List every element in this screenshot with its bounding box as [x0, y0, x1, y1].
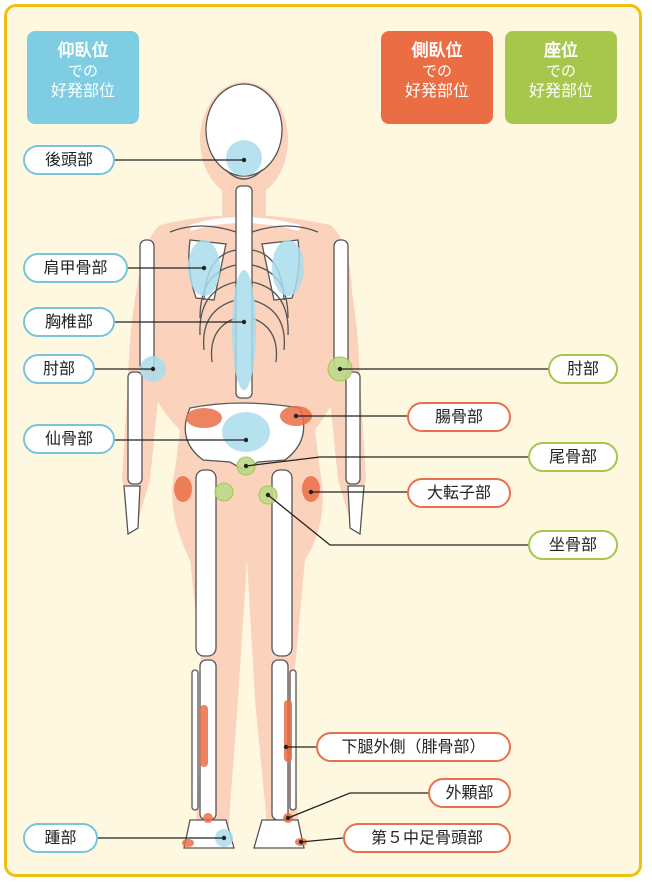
label-ilium: 腸骨部: [407, 402, 511, 432]
legend-lateral-title: 側臥位: [381, 41, 493, 61]
spot-sacrum: [222, 412, 270, 452]
legend-sitting-sub: での: [505, 61, 617, 81]
legend-sitting-sub2: 好発部位: [505, 81, 617, 101]
legend-lateral-sub: での: [381, 61, 493, 81]
label-occipital: 後頭部: [23, 145, 115, 175]
femur-left: [196, 470, 216, 656]
legend-supine: 仰臥位 での 好発部位: [27, 31, 139, 124]
spot-trochanter-left: [174, 476, 192, 502]
label-fifth-metatarsal: 第５中足骨頭部: [343, 823, 511, 853]
leader-malleolus: [288, 793, 428, 818]
label-coccyx: 尾骨部: [528, 442, 618, 472]
fibula-left: [192, 670, 198, 810]
legend-sitting-title: 座位: [505, 41, 617, 61]
label-elbow-left: 肘部: [23, 354, 95, 384]
spot-malleolus-left: [203, 813, 213, 823]
forearm-left: [128, 372, 142, 484]
hand-left: [124, 486, 140, 534]
spot-fibula-left: [200, 705, 208, 767]
spot-fibula-right: [284, 700, 292, 762]
label-lateral-malleolus: 外顆部: [428, 778, 511, 808]
label-heel: 踵部: [23, 823, 98, 853]
humerus-right: [334, 240, 348, 370]
legend-supine-sub: での: [27, 61, 139, 81]
humerus-left: [140, 240, 154, 370]
spot-ischium-left: [215, 483, 233, 501]
label-elbow-right: 肘部: [548, 354, 618, 384]
hand-right: [348, 486, 364, 534]
label-greater-trochanter: 大転子部: [407, 478, 511, 508]
legend-sitting: 座位 での 好発部位: [505, 31, 617, 124]
spot-trochanter-right: [302, 476, 320, 502]
label-ischium: 坐骨部: [528, 530, 618, 560]
legend-lateral: 側臥位 での 好発部位: [381, 31, 493, 124]
leader-metatarsal: [301, 838, 343, 842]
spot-metatarsal-left: [182, 839, 194, 847]
spot-ilium-left: [186, 408, 222, 428]
forearm-right: [346, 372, 360, 484]
spot-thoracic: [232, 270, 256, 390]
label-scapula: 肩甲骨部: [23, 253, 128, 283]
legend-lateral-sub2: 好発部位: [381, 81, 493, 101]
label-lateral-lower-leg: 下腿外側（腓骨部）: [316, 732, 511, 762]
spot-scapula-right: [272, 240, 304, 296]
label-sacrum: 仙骨部: [23, 424, 115, 454]
legend-supine-sub2: 好発部位: [27, 81, 139, 101]
legend-supine-title: 仰臥位: [27, 41, 139, 61]
label-thoracic-spine: 胸椎部: [23, 307, 115, 337]
